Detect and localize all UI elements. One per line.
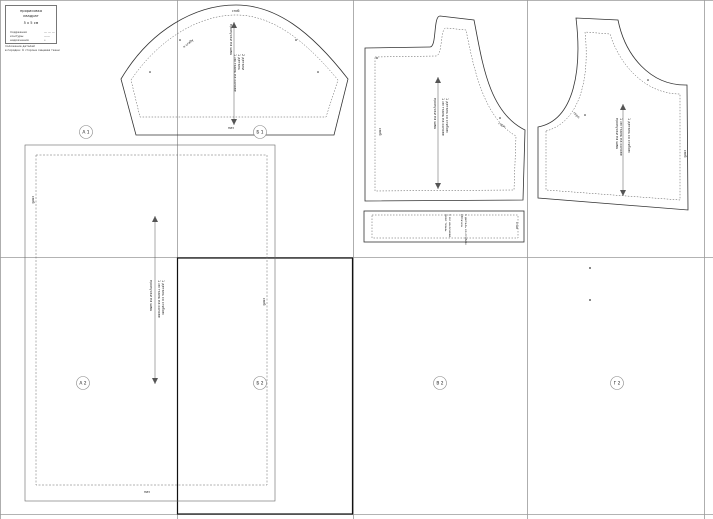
legend-scale: 5 x 5 см — [23, 21, 39, 25]
sleeve-side-label: к сгибу — [182, 38, 194, 49]
legend-row-symbol: — — — — [44, 30, 55, 34]
skirt-bottom-label: низ — [144, 490, 150, 494]
strip-text-2: 1 см на основе — [448, 214, 452, 238]
strip-text-4: 1 деталь со сгибом — [464, 214, 468, 245]
strip-text-3: обтачка — [460, 214, 464, 227]
page-label-g2: Г 2 — [614, 381, 621, 387]
back-text-2: 1 см ткань на основе — [441, 98, 445, 136]
legend-row-label: контуры — [10, 34, 24, 38]
front-neck-label: горл. — [572, 111, 581, 120]
notch-mark — [589, 267, 591, 269]
page-label-circles — [76, 125, 624, 390]
page-label-b1: Б 1 — [256, 130, 263, 136]
page-label-v2: В 2 — [436, 381, 443, 387]
front-piece — [537, 17, 689, 211]
back-neck-label: горл. — [498, 121, 508, 129]
sleeve-text-3: 1 деталь — [237, 54, 241, 70]
skirt-text-1: припуски на швы — [149, 280, 153, 311]
front-text-1: припуски на швы — [615, 118, 619, 149]
strip-side-label: сгиб — [515, 222, 519, 229]
legend-title-line2: квадрат — [23, 14, 39, 18]
legend-box: прорисовка квадрат 5 x 5 см подрезная — … — [5, 5, 57, 44]
back-text-3: 1 деталь со сгибом — [445, 98, 449, 133]
front-text-3: 1 деталь со сгибом — [627, 118, 631, 153]
back-text-1: припуски на швы — [433, 98, 437, 129]
page-label-b2: Б 2 — [256, 381, 263, 387]
sleeve-text-2: 1 см ткань на основе — [233, 54, 237, 92]
sleeve-text-1: припуски на швы — [229, 24, 233, 55]
skirt-right-label: сгиб — [262, 298, 266, 305]
page-label-a2: А 2 — [79, 381, 86, 387]
page-label-a1: А 1 — [82, 130, 89, 136]
tile-b2-frame — [176, 257, 354, 515]
legend-row-label: надсечения — [10, 38, 29, 42]
skirt-piece — [24, 144, 276, 502]
back-side-label: сгиб — [378, 128, 382, 135]
front-side-label: сгиб — [683, 150, 687, 157]
legend-row-symbol: • — [44, 38, 46, 42]
legend-note-line2: в порядке: ① сторона лицевая ткани — [5, 48, 60, 52]
skirt-text-3: 1 деталь со сгибом — [161, 280, 165, 315]
legend-title-line1: прорисовка — [19, 9, 43, 13]
strip-piece — [363, 210, 525, 243]
notch-mark — [589, 299, 591, 301]
legend-row-label: подрезная — [10, 30, 27, 34]
back-piece — [364, 15, 526, 202]
sleeve-piece — [120, 4, 349, 136]
legend-row-symbol: —— — [44, 34, 50, 38]
strip-text-1: пояс ткань — [444, 214, 448, 232]
front-text-2: 1 см ткань на основе — [619, 118, 623, 156]
skirt-left-label: сгиб — [31, 196, 35, 203]
sleeve-text-4: 2 детали — [241, 54, 245, 70]
legend-note-line1: положение деталей — [5, 44, 35, 48]
skirt-text-2: 1 см ткань на основе — [157, 280, 161, 318]
sleeve-bottom-label: низ — [228, 126, 234, 130]
sleeve-top-label: сгиб — [232, 9, 239, 13]
